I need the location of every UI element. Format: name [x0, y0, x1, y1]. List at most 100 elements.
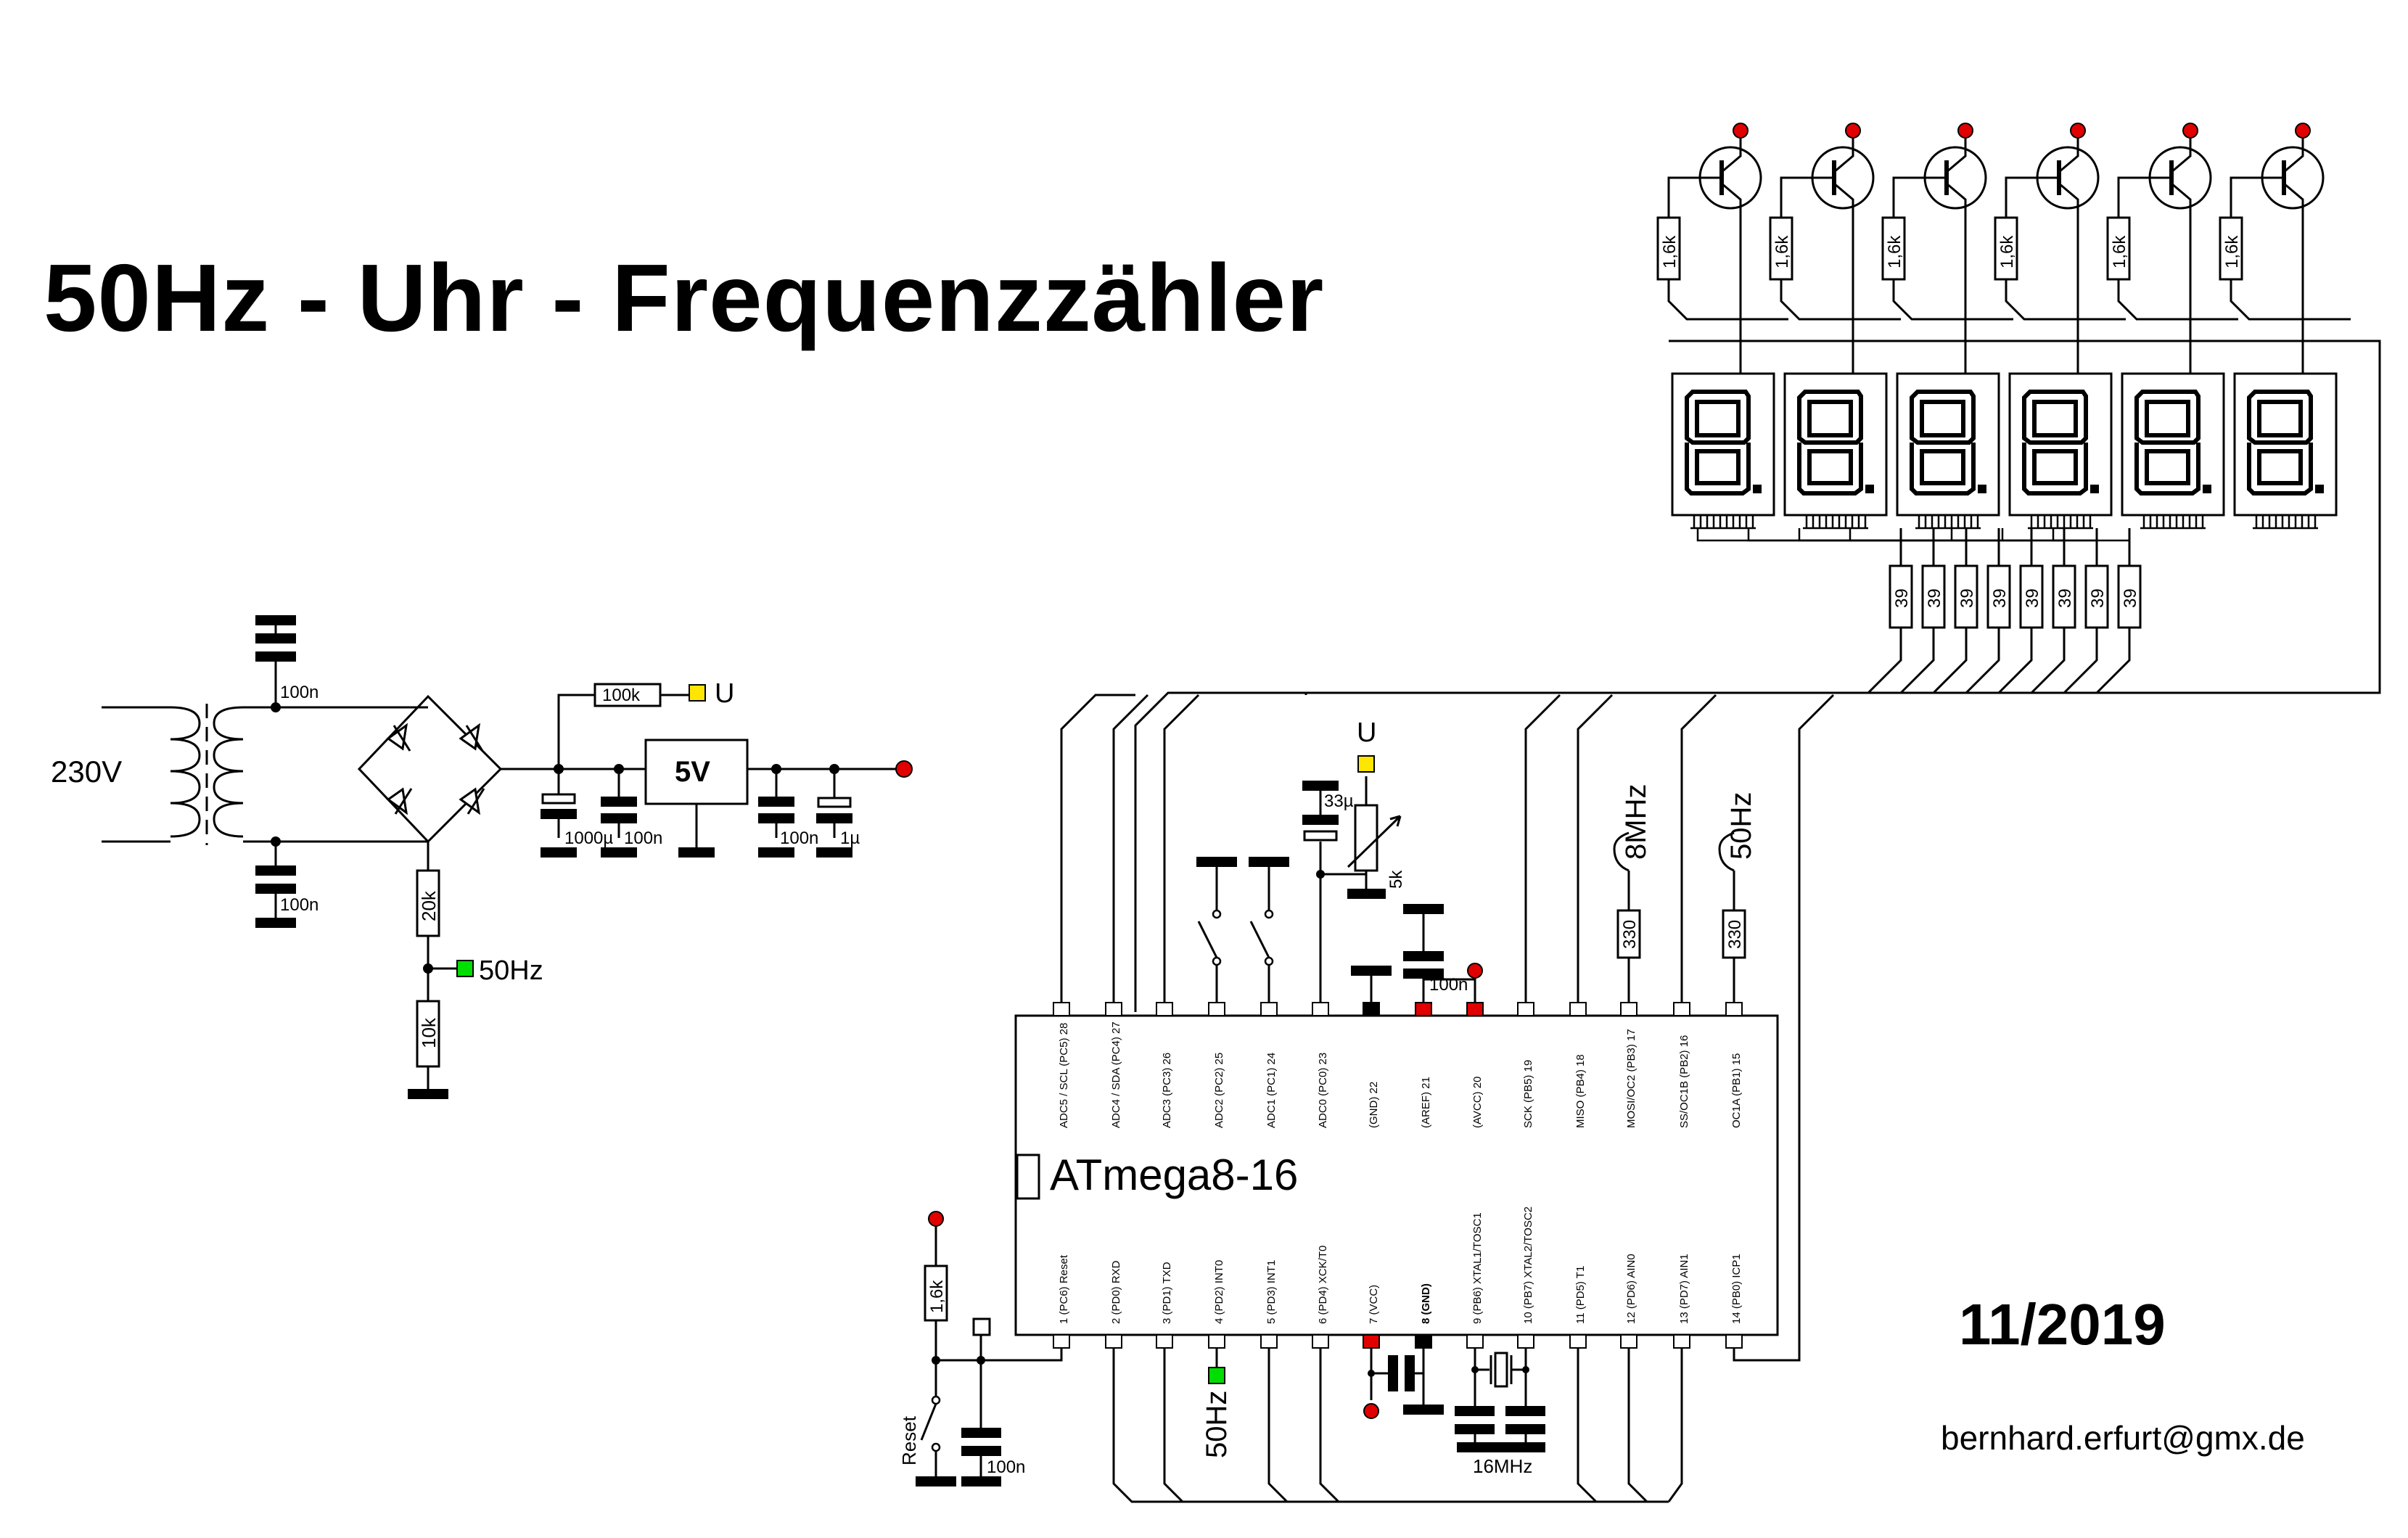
r-segment-value: 39: [2088, 588, 2108, 608]
mcu-body: [1014, 1014, 1779, 1336]
r-50hz-value: 330: [1725, 920, 1745, 949]
r-segment-value: 39: [2023, 588, 2042, 608]
mcu-pin: [1725, 1334, 1743, 1349]
mcu-pin-label: OC1A (PB1) 15: [1730, 1053, 1743, 1128]
hz50-in-label: 50Hz: [1201, 1391, 1233, 1458]
c-bulk-value: 1000µ: [564, 828, 613, 848]
mcu-pin: [1156, 1334, 1173, 1349]
mcu-pin: [1569, 1002, 1587, 1016]
crystal-label: 16MHz: [1473, 1455, 1532, 1477]
mcu-pin: [1620, 1002, 1637, 1016]
mcu-pin: [1312, 1334, 1329, 1349]
segment-resistor: 39: [1899, 528, 1946, 694]
driver-transistor: 1,6k: [1769, 123, 1901, 374]
mcu-pin: [1208, 1002, 1225, 1016]
mcu-pin-label: 3 (PD1) TXD: [1161, 1262, 1173, 1324]
bridge-rectifier: [357, 694, 503, 844]
c-aref-value: 33µ: [1324, 791, 1354, 811]
segment-resistor: 39: [1867, 528, 1913, 694]
r-div-bottom-value: 10k: [418, 1017, 440, 1048]
mcu-pin: [1363, 1334, 1380, 1349]
driver-transistor: 1,6k: [2219, 123, 2351, 374]
mcu-pin-label: MISO (PB4) 18: [1574, 1054, 1587, 1128]
r-reset-value: 1,6k: [927, 1280, 947, 1313]
display-bus: [808, 339, 2381, 1012]
display-digit: [2233, 372, 2338, 530]
u-label-2: U: [1357, 717, 1376, 748]
r-base-value: 1,6k: [1772, 235, 1792, 268]
mhz8-label: 8MHz: [1620, 784, 1652, 860]
mcu-pin-label: MOSI/OC2 (PB3) 17: [1625, 1029, 1637, 1128]
mcu: ATmega8-16: [1014, 1014, 1779, 1336]
mcu-pin: [1260, 1334, 1278, 1349]
mcu-pin-label: ADC3 (PC3) 26: [1161, 1053, 1173, 1128]
display-digit: [2121, 372, 2225, 530]
mcu-pin: [1312, 1002, 1329, 1016]
mains-label: 230V: [51, 754, 122, 789]
mcu-pin-label: (GND) 22: [1368, 1082, 1380, 1128]
mcu-pin: [1517, 1334, 1534, 1349]
mcu-pin: [1725, 1002, 1743, 1016]
mcu-pin: [1673, 1002, 1690, 1016]
mcu-pin: [1105, 1002, 1122, 1016]
mcu-pin-label: ADC5 / SCL (PC5) 28: [1058, 1023, 1070, 1128]
mcu-pin-label: 2 (PD0) RXD: [1110, 1260, 1122, 1324]
page-title: 50Hz - Uhr - Frequenzzähler: [44, 244, 1325, 351]
segment-resistor: 39: [1965, 528, 2011, 694]
mcu-pin: [1517, 1002, 1534, 1016]
r-base-value: 1,6k: [1660, 235, 1680, 268]
transformer: [170, 704, 276, 845]
r-segment-value: 39: [1957, 588, 1977, 608]
regulator-5v: [644, 739, 749, 805]
mcu-top-pins: [1053, 1002, 1743, 1016]
c-top-value: 100n: [280, 683, 319, 702]
mcu-pin-label: 5 (PD3) INT1: [1265, 1260, 1278, 1324]
mcu-pin: [1260, 1002, 1278, 1016]
c-bottom-value: 100n: [280, 895, 319, 915]
mcu-pin: [1569, 1334, 1587, 1349]
r-segment-value: 39: [2121, 588, 2140, 608]
segment-resistor: 39: [1932, 528, 1978, 694]
c-avcc-value: 100n: [1429, 975, 1468, 995]
mcu-pin-label: 9 (PB6) XTAL1/TOSC1: [1471, 1212, 1484, 1324]
reset-label: Reset: [898, 1415, 920, 1465]
display-digit: [1671, 372, 1775, 530]
mcu-pin-label: ADC0 (PC0) 23: [1317, 1053, 1329, 1128]
r-feedback-value: 100k: [602, 686, 641, 705]
driver-transistor: 1,6k: [1881, 123, 2013, 374]
driver-transistor: 1,6k: [1656, 123, 1788, 374]
display-digit: [1783, 372, 1888, 530]
display-digit: [2008, 372, 2113, 530]
mcu-pin-label: 8 (GND): [1420, 1283, 1432, 1324]
driver-transistor: 1,6k: [2106, 123, 2238, 374]
mcu-notch: [1016, 1154, 1040, 1200]
mcu-pin: [1415, 1334, 1432, 1349]
mcu-pin-label: 14 (PB0) ICP1: [1730, 1254, 1743, 1324]
email-label: bernhard.erfurt@gmx.de: [1941, 1419, 2305, 1457]
mcu-pin-label: SCK (PB5) 19: [1522, 1060, 1534, 1128]
vcc-dot: [895, 760, 913, 778]
date-label: 11/2019: [1959, 1292, 2166, 1357]
c-reset-value: 100n: [987, 1457, 1025, 1477]
mcu-pin-label: 10 (PB7) XTAL2/TOSC2: [1522, 1206, 1534, 1324]
c-in-value: 100n: [624, 828, 662, 848]
mcu-pin: [1208, 1334, 1225, 1349]
driver-transistor: 1,6k: [1994, 123, 2126, 374]
mcu-pin: [1053, 1334, 1070, 1349]
power-supply: 230V 100n 100n: [51, 615, 913, 1099]
regulator-label: 5V: [675, 756, 710, 788]
c-out-value: 100n: [780, 828, 818, 848]
segment-resistor: 39: [2095, 528, 2142, 694]
mcu-top-wiring: U 5k 33µ 100n 330 8MHz: [1060, 694, 1835, 1362]
mcu-pin-label: (AREF) 21: [1420, 1077, 1432, 1128]
mcu-pin: [1053, 1002, 1070, 1016]
mcu-pin-label: SS/OC1B (PB2) 16: [1678, 1035, 1690, 1128]
r-segment-value: 39: [1892, 588, 1912, 608]
u-label: U: [715, 678, 734, 709]
mcu-pin-label: 7 (VCC): [1368, 1285, 1380, 1324]
r-8mhz-value: 330: [1620, 920, 1640, 949]
r-base-value: 1,6k: [1885, 235, 1904, 268]
mcu-pin-label: 11 (PD5) T1: [1574, 1266, 1587, 1324]
